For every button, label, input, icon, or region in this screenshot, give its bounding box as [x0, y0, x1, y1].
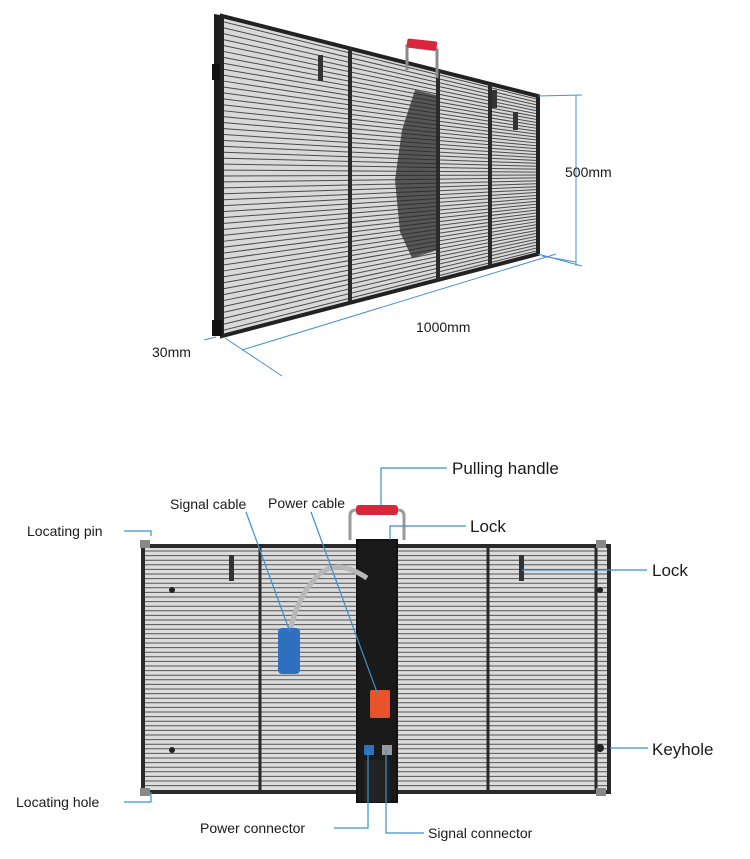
dimension-lines [203, 94, 583, 377]
led-strip-slats [223, 21, 537, 331]
callout-lock-top: Lock [470, 517, 506, 536]
callout-signal-cable: Signal cable [170, 496, 246, 512]
width-dimension-label: 1000mm [416, 319, 470, 335]
callout-locating-hole: Locating hole [16, 794, 100, 810]
signal-plug [278, 628, 300, 674]
callout-power-connector: Power connector [200, 820, 305, 836]
callout-leader-lines [124, 467, 648, 834]
power-plug [370, 690, 390, 718]
panel-perspective-view [212, 13, 540, 339]
panel-rear-view [140, 505, 611, 803]
signal-cable [287, 564, 369, 631]
callout-power-cable: Power cable [268, 495, 345, 511]
depth-dimension-label: 30mm [152, 344, 191, 360]
callout-signal-connector: Signal connector [428, 825, 533, 841]
power-connector-socket [364, 745, 374, 755]
height-dimension-label: 500mm [565, 164, 612, 180]
callout-keyhole: Keyhole [652, 740, 713, 759]
control-module-box [356, 539, 398, 803]
callout-locating-pin: Locating pin [27, 523, 103, 539]
callout-pulling-handle: Pulling handle [452, 459, 559, 478]
callout-lock-right: Lock [652, 561, 688, 580]
signal-connector-socket [382, 745, 392, 755]
handle-grip [406, 38, 438, 51]
rear-handle-grip [356, 505, 398, 515]
